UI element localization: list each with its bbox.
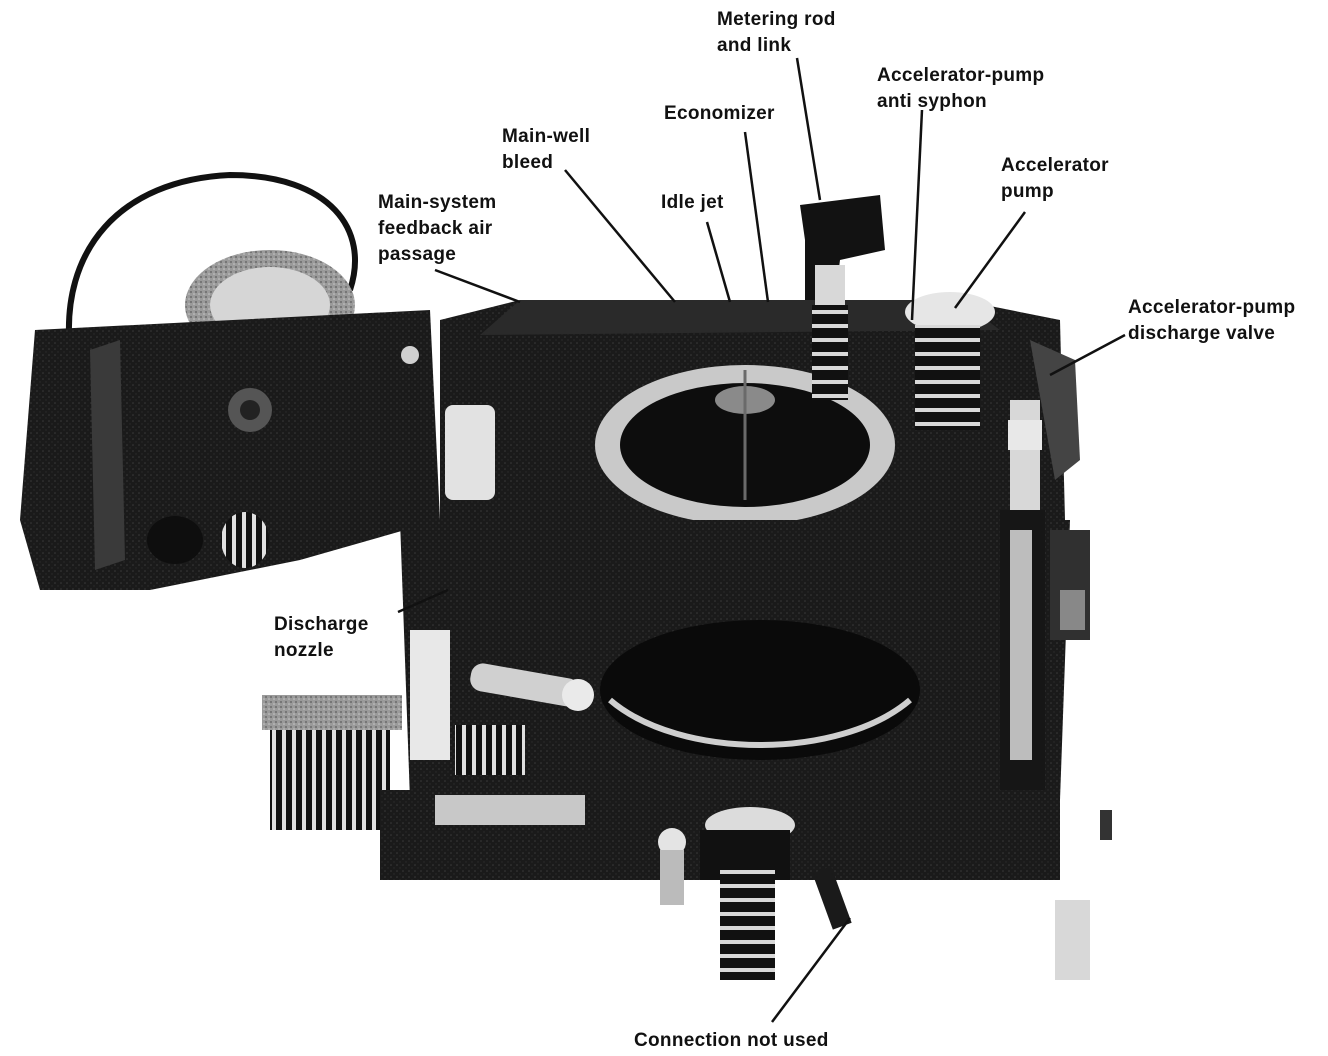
discharge-valve-fitting <box>1010 400 1040 510</box>
leader-idle-jet <box>705 221 732 303</box>
leader-connection <box>771 917 851 1023</box>
accelerator-pump-cap <box>905 292 995 332</box>
leader-discharge-nozzle <box>397 588 449 614</box>
label-accelerator-pump: Accelerator pump <box>1001 155 1109 202</box>
label-main-system-feedback: Main-system feedback air passage <box>378 192 497 265</box>
choke-bracket <box>20 310 440 590</box>
leader-metering-rod <box>795 57 822 201</box>
label-idle-jet: Idle jet <box>661 192 724 213</box>
unused-connection-fitting <box>812 866 852 930</box>
leader-discharge-valve <box>1049 333 1126 377</box>
label-connection-not-used: Connection not used <box>634 1030 829 1051</box>
leader-main-system <box>434 268 521 304</box>
leader-lines <box>397 57 1126 1023</box>
label-main-well-bleed: Main-well bleed <box>502 126 591 173</box>
cover-window <box>445 405 495 500</box>
bottom-fitting <box>720 870 775 980</box>
label-accel-pump-anti-syphon: Accelerator-pump anti syphon <box>877 65 1045 112</box>
label-accel-pump-discharge-valve: Accelerator-pump discharge valve <box>1128 297 1296 344</box>
throttle-spring-center <box>455 725 525 775</box>
choke-cable <box>65 171 358 351</box>
accelerator-pump-spring <box>915 325 980 430</box>
label-economizer: Economizer <box>664 103 775 124</box>
throttle-spring-left <box>270 730 390 830</box>
leader-anti-syphon <box>910 109 924 321</box>
label-discharge-nozzle: Discharge nozzle <box>274 614 369 661</box>
label-metering-rod: Metering rod and link <box>717 9 836 56</box>
leader-accel-pump <box>953 211 1027 309</box>
leader-economizer <box>743 131 770 303</box>
leader-main-well <box>564 169 676 303</box>
